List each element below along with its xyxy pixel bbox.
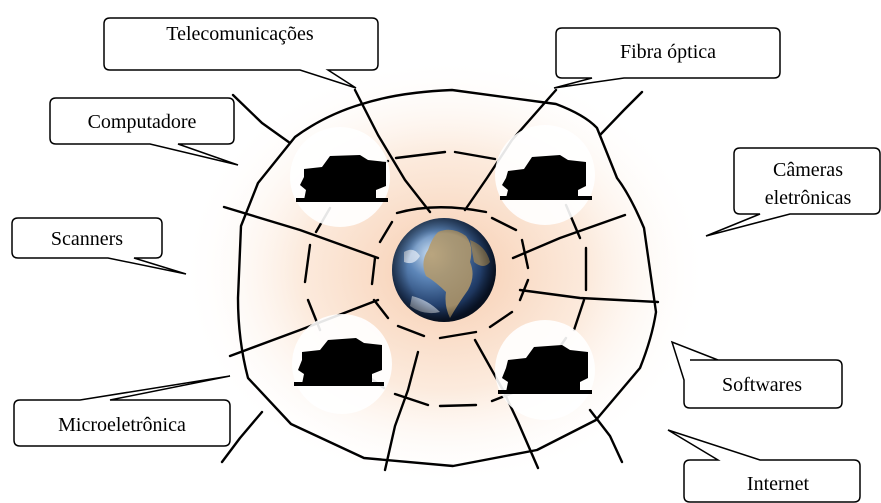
earth-globe-icon xyxy=(392,218,496,322)
callout-softwares: Softwares xyxy=(670,340,843,409)
computer-device-top-right xyxy=(500,155,592,200)
computer-device-bottom-left xyxy=(294,338,384,386)
computer-device-top-left xyxy=(296,155,388,202)
callout-label-software: Softwares xyxy=(722,374,802,396)
callout-label-cameras-line1: Câmeras xyxy=(773,159,843,181)
callout-label-scanners: Scanners xyxy=(51,228,123,250)
callout-microeletronica: Microeletrônica xyxy=(13,375,231,447)
callout-label-internet: Internet xyxy=(747,473,810,495)
callout-fibra-optica: Fibra óptica xyxy=(553,27,781,89)
callout-scanners: Scanners xyxy=(11,217,187,275)
callout-computadore: Computadore xyxy=(49,97,239,166)
callout-label-fiber: Fibra óptica xyxy=(620,41,716,63)
computer-device-bottom-right xyxy=(498,345,592,394)
callout-cameras-eletronicas: Câmeras eletrônicas xyxy=(705,147,881,237)
callout-label-computers: Computadore xyxy=(88,111,197,133)
web-outer-ring xyxy=(236,88,658,468)
callout-telecomunicacoes: Telecomunicações xyxy=(103,17,379,89)
callout-label-microelectronics: Microeletrônica xyxy=(58,414,186,436)
callout-label-telecom: Telecomunicações xyxy=(166,23,314,45)
callout-label-cameras-line2: eletrônicas xyxy=(765,187,852,209)
callout-internet: Internet xyxy=(667,429,861,503)
